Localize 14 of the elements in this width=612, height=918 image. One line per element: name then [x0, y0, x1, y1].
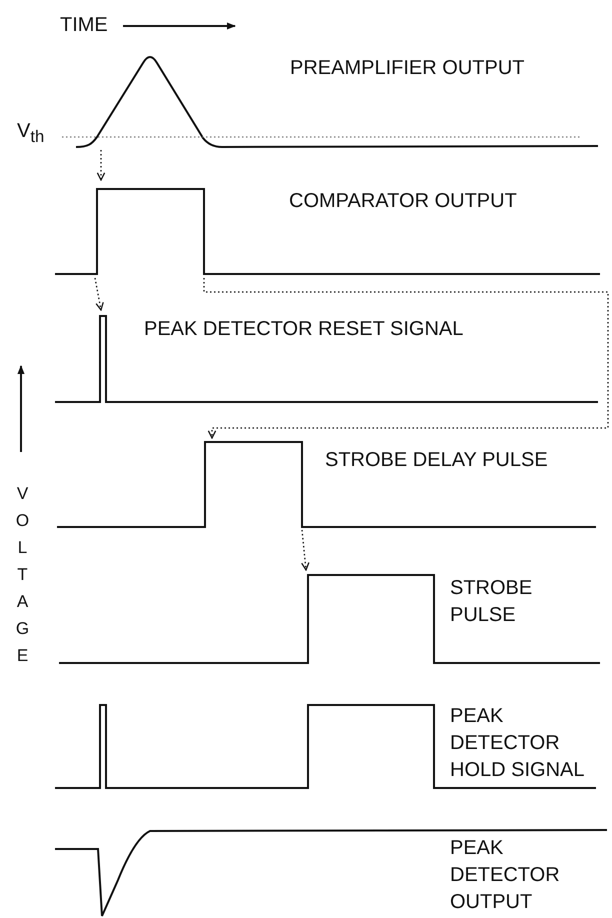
signal-label: PEAK DETECTOR OUTPUT — [450, 836, 561, 915]
signal-label: PEAK DETECTOR RESET SIGNAL — [144, 317, 464, 342]
axis-label: TIME — [60, 14, 108, 37]
axis-label: VOLTAGE — [12, 484, 32, 673]
threshold-label: V$_{th}$ — [17, 120, 44, 147]
dotted-arrow — [301, 530, 310, 571]
signal-label: PREAMPLIFIER OUTPUT — [290, 56, 526, 81]
signal-label: STROBE PULSE — [450, 576, 534, 628]
dotted-arrow — [96, 150, 106, 181]
signal-label: COMPARATOR OUTPUT — [289, 189, 518, 214]
dotted-arrow — [94, 278, 104, 311]
signal-label: STROBE DELAY PULSE — [325, 448, 549, 473]
signal-label: PEAK DETECTOR HOLD SIGNAL — [450, 704, 586, 783]
dotted-arrow — [203, 278, 609, 439]
